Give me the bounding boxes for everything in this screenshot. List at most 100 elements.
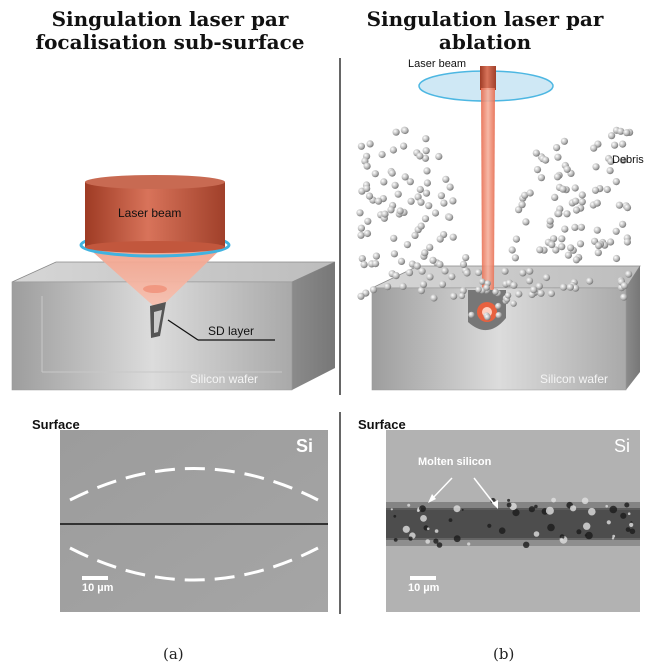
debris-particle (606, 167, 614, 175)
debris-particle (380, 178, 388, 186)
debris-particle (510, 281, 518, 289)
debris-particle (515, 206, 523, 214)
debris-particle (623, 129, 631, 137)
molten-speck (523, 541, 530, 548)
debris-particle (542, 273, 551, 282)
debris-particle (623, 238, 632, 246)
panel-a-element-label: Si (296, 436, 314, 456)
debris-particle (535, 282, 543, 290)
debris-particle (365, 192, 374, 200)
debris-particle (369, 286, 378, 294)
debris-particle (396, 207, 404, 215)
debris-particle (608, 132, 616, 140)
debris-particle (559, 283, 568, 291)
debris-particle (357, 231, 365, 239)
panel-b-scale-label: 10 µm (408, 582, 440, 594)
debris-particle (431, 209, 440, 217)
debris-particle (594, 249, 602, 257)
molten-particles (390, 497, 636, 548)
debris-particle (510, 300, 517, 307)
caption-b: (b) (493, 645, 515, 663)
panel-b-molten-label: Molten silicon (418, 456, 492, 468)
molten-speck (605, 504, 608, 508)
debris-particle (423, 167, 431, 175)
debris-particle (553, 173, 562, 181)
debris-particle (357, 292, 365, 300)
molten-speck (545, 506, 554, 515)
debris-particle (442, 175, 450, 183)
molten-speck (588, 507, 596, 516)
debris-particle (619, 156, 627, 164)
debris-particle (619, 140, 627, 148)
debris-particle (418, 267, 426, 275)
debris-particle (479, 278, 486, 285)
panel-b-laser-beam (418, 66, 554, 290)
molten-speck (426, 527, 430, 530)
debris-particle (586, 277, 594, 285)
debris-particle (612, 254, 621, 263)
debris-particle (405, 269, 414, 277)
molten-speck (461, 508, 464, 511)
panel-b-debris-label: Debris (612, 154, 644, 166)
debris-particle (437, 192, 445, 200)
molten-speck (407, 503, 411, 507)
debris-particle (422, 147, 430, 155)
debris-particle (459, 260, 468, 268)
debris-particle (578, 198, 586, 206)
molten-speck (420, 515, 427, 522)
panel-b-title-line1: Singulation laser par (366, 7, 604, 31)
debris-particle (612, 227, 620, 235)
debris-particle (533, 166, 542, 174)
debris-particle (423, 179, 431, 187)
debris-particle (560, 137, 569, 145)
debris-particle (567, 244, 575, 252)
debris-particle (577, 223, 586, 231)
debris-particle (512, 235, 521, 243)
debris-particle (612, 178, 620, 186)
molten-speck (419, 505, 426, 513)
debris-particle (448, 273, 456, 281)
debris-particle (421, 154, 430, 162)
debris-particle (401, 173, 409, 181)
debris-particle (625, 270, 633, 278)
panel-a-title-line1: Singulation laser par (51, 7, 289, 31)
molten-speck (630, 521, 633, 524)
debris-particle (387, 206, 395, 214)
debris-particle (436, 235, 444, 243)
molten-speck (611, 537, 615, 540)
molten-speck (627, 512, 631, 515)
debris-particle (492, 288, 499, 295)
molten-speck (629, 522, 634, 528)
debris-particle (519, 269, 527, 277)
debris-particle (525, 277, 534, 285)
debris-particle (391, 181, 399, 189)
debris-particle (426, 243, 434, 251)
molten-speck (560, 537, 563, 541)
molten-speck (434, 529, 439, 533)
debris-particle (593, 199, 601, 207)
debris-particle (364, 217, 372, 225)
debris-particle (518, 201, 526, 209)
molten-speck (620, 512, 627, 519)
molten-speck (467, 542, 471, 546)
debris-particle (462, 254, 470, 262)
debris-particle (358, 255, 366, 263)
debris-particle (360, 261, 368, 269)
debris-particle (571, 184, 579, 192)
molten-speck (416, 509, 420, 512)
panel-a-layer-label: SD layer (208, 324, 255, 338)
molten-speck (453, 535, 461, 543)
debris-particle (619, 220, 627, 228)
debris-particle (411, 231, 419, 239)
debris-particle (450, 292, 458, 300)
debris-particle (564, 251, 573, 259)
debris-particle (526, 189, 534, 197)
debris-particle (559, 185, 567, 193)
debris-particle (422, 189, 431, 197)
panel-b-title: Singulation laser par ablation (335, 8, 635, 54)
molten-speck (393, 514, 397, 518)
molten-speck (453, 505, 461, 513)
molten-speck (393, 538, 398, 542)
debris-particle (459, 287, 467, 295)
